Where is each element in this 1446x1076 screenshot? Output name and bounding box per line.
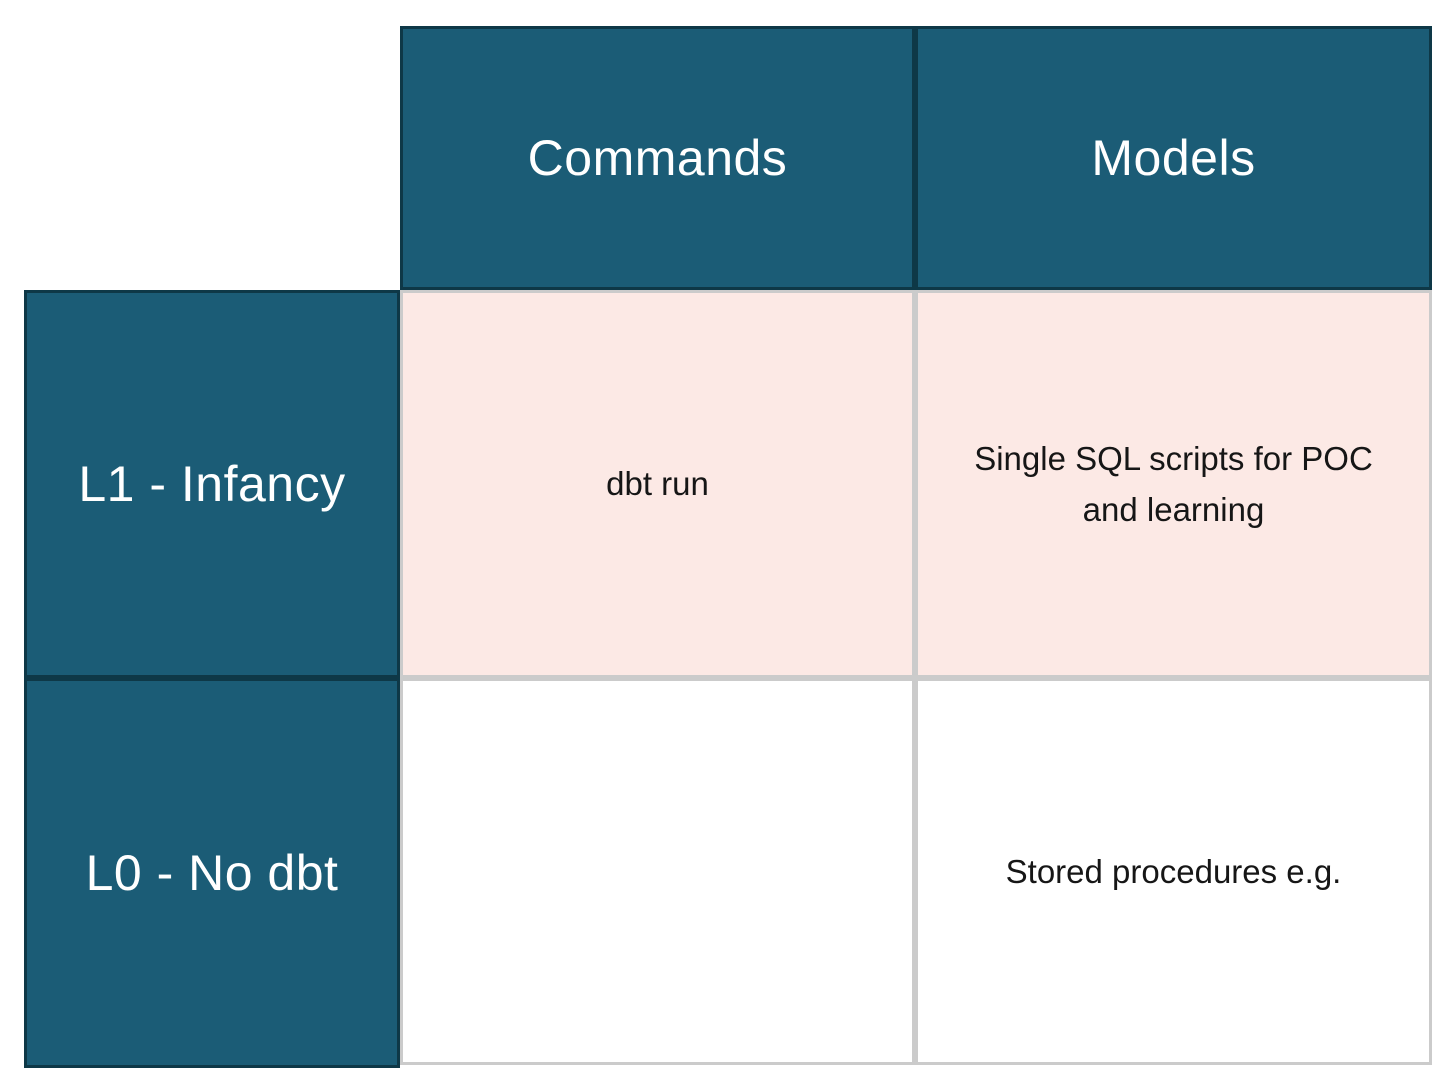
- column-header-models: Models: [915, 26, 1432, 290]
- row-header-l1-infancy-label: L1 - Infancy: [78, 456, 346, 512]
- cell-l1-models: Single SQL scripts for POC and learning: [915, 290, 1432, 678]
- cell-l1-models-text: Single SQL scripts for POC and learning: [974, 439, 1373, 528]
- cell-l1-commands-text: dbt run: [606, 465, 709, 503]
- row-header-l0-no-dbt-label: L0 - No dbt: [85, 845, 339, 901]
- cell-l0-commands: [400, 678, 915, 1065]
- column-header-commands-label: Commands: [527, 130, 788, 186]
- cell-l0-models-text: Stored procedures e.g.: [1005, 852, 1342, 890]
- row-header-l1-infancy: L1 - Infancy: [24, 290, 400, 678]
- column-header-commands: Commands: [400, 26, 915, 290]
- cell-l0-models: Stored procedures e.g.: [915, 678, 1432, 1065]
- column-header-models-label: Models: [1091, 130, 1256, 186]
- cell-l1-commands: dbt run: [400, 290, 915, 678]
- row-header-l0-no-dbt: L0 - No dbt: [24, 678, 400, 1068]
